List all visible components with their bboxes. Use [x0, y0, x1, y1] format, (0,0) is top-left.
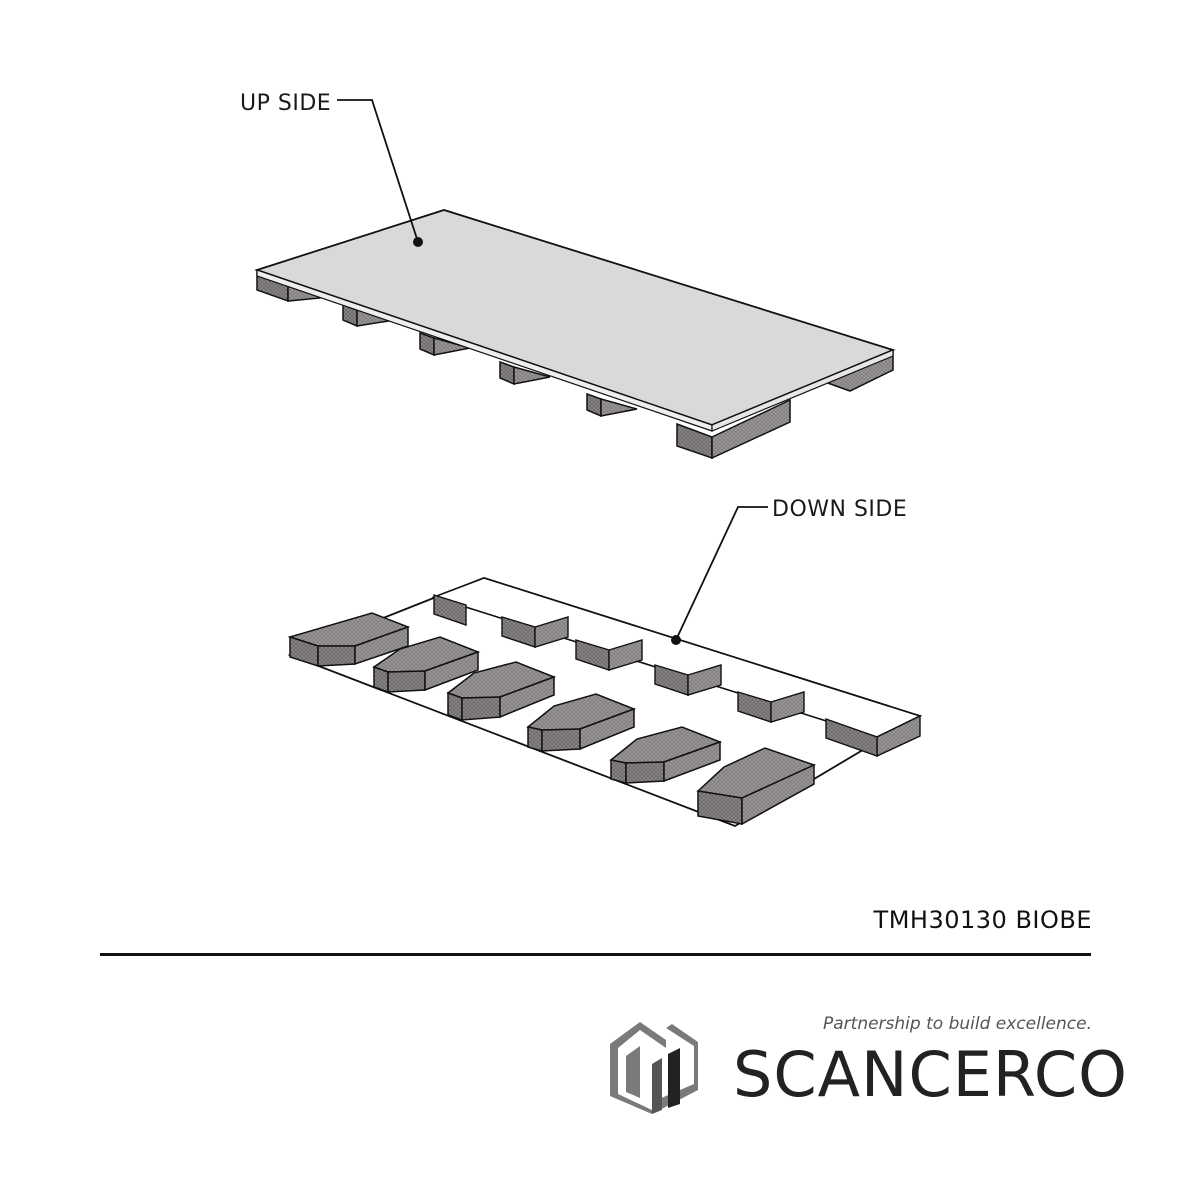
down-side-back-blocks	[433, 594, 878, 757]
brand-tagline: Partnership to build excellence.	[823, 1014, 1092, 1034]
house-logo-icon	[610, 1022, 698, 1114]
up-side-callout: UP SIDE	[240, 91, 423, 247]
up-side-blocks	[256, 269, 894, 460]
down-side-label: DOWN SIDE	[772, 497, 907, 522]
up-side-panel	[254, 209, 896, 460]
up-side-label: UP SIDE	[240, 91, 331, 116]
down-side-panel	[287, 577, 923, 827]
down-side-callout: DOWN SIDE	[671, 497, 907, 645]
down-side-front-blocks	[287, 612, 817, 826]
product-code: TMH30130 BIOBE	[873, 906, 1092, 934]
brand-name: SCANCERCO	[733, 1038, 1128, 1111]
divider-line	[100, 953, 1091, 956]
